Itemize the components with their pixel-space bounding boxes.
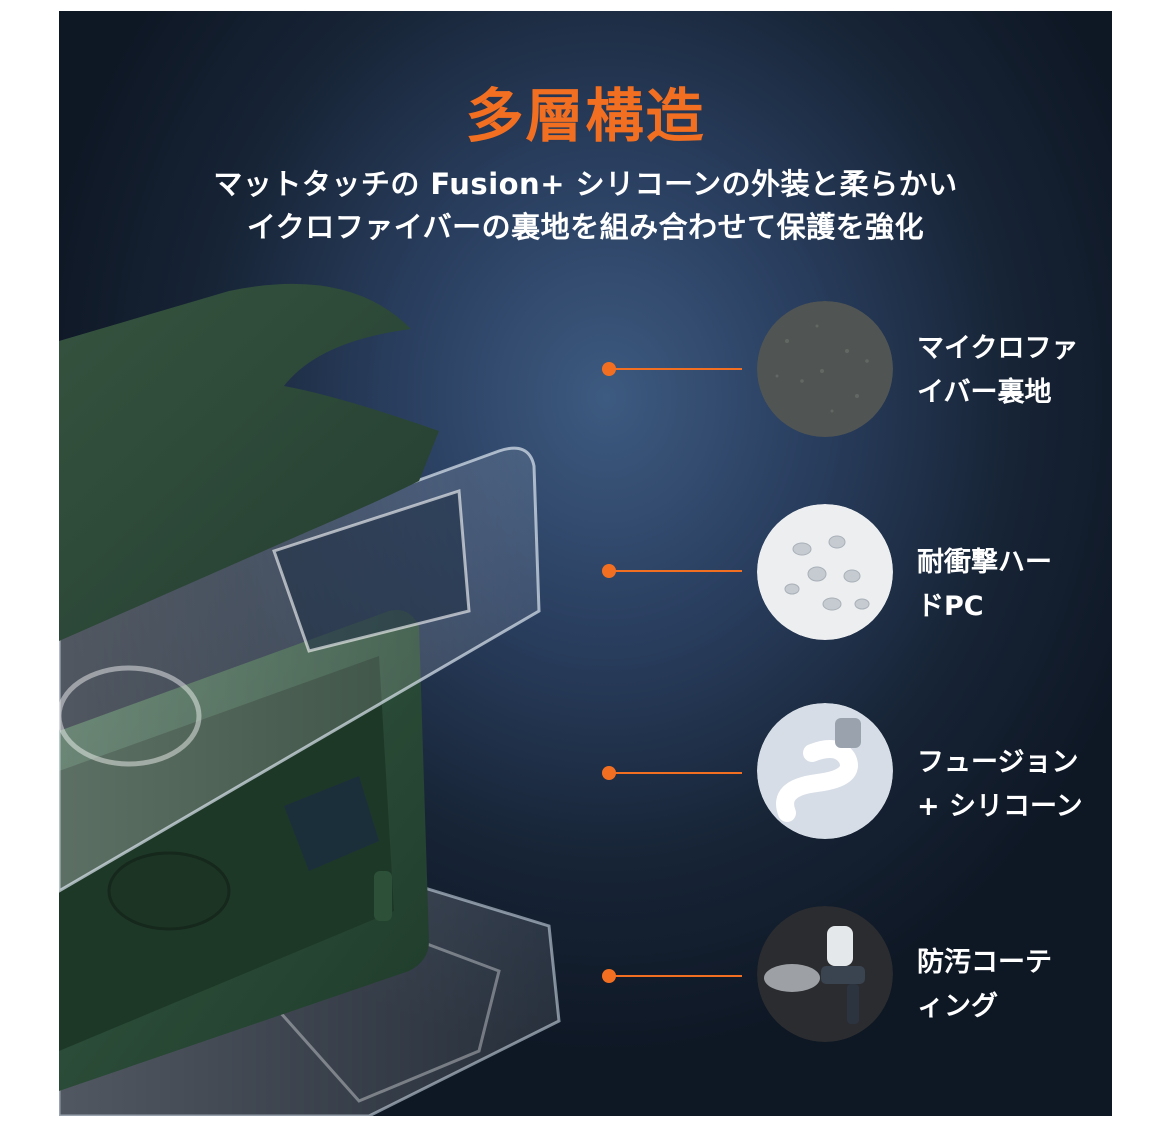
connector-microfiber — [602, 359, 742, 379]
exploded-case-illustration — [59, 283, 561, 1116]
silicone-tube-icon — [757, 703, 893, 839]
label-silicone: フュージョン+ シリコーン — [917, 747, 1083, 822]
microfiber-texture-icon — [757, 301, 893, 437]
pc-layer — [59, 446, 541, 893]
connector-silicone — [602, 763, 742, 783]
page-title: 多層構造 — [465, 82, 706, 150]
subtitle-line-1: マットタッチの Fusion+ シリコーンの外装と柔らかい — [213, 167, 958, 201]
connector-pc — [602, 561, 742, 581]
label-coating: 防汚コーティング — [917, 947, 1052, 1022]
connector-coating — [602, 966, 742, 986]
pc-pellets-icon — [757, 504, 893, 640]
microfiber-layer — [59, 283, 439, 641]
product-info-panel: 多層構造 マットタッチの Fusion+ シリコーンの外装と柔らかい イクロファ… — [59, 11, 1112, 1116]
label-pc: 耐衝撃ハードPC — [917, 547, 1052, 622]
subtitle-line-2: イクロファイバーの裏地を組み合わせて保護を強化 — [246, 210, 925, 244]
spray-gun-icon — [757, 906, 893, 1042]
label-microfiber: マイクロファイバー裏地 — [917, 333, 1079, 408]
